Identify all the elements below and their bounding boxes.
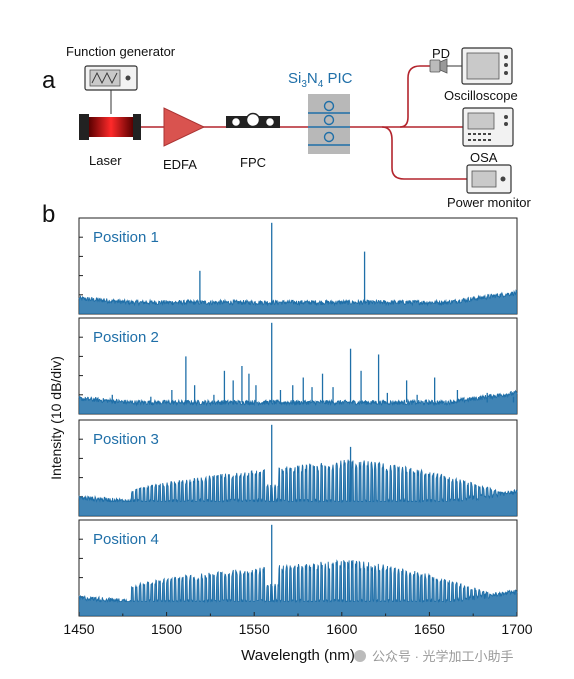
spectrum-fill xyxy=(79,560,517,616)
y-axis-label: Intensity (10 dB/div) xyxy=(48,356,64,480)
x-tick-label: 1550 xyxy=(239,621,270,637)
x-tick-label: 1500 xyxy=(151,621,182,637)
setup-schematic: Function generator Laser xyxy=(66,44,531,210)
x-axis-ticks: 1450 1500 1550 1600 1650 1700 xyxy=(63,612,533,637)
position-label: Position 3 xyxy=(93,431,159,448)
position-label: Position 2 xyxy=(93,329,159,346)
spectrum-panel: Position 4 xyxy=(78,519,518,617)
photodetector-icon xyxy=(429,58,462,74)
spectrum-fill xyxy=(79,390,517,414)
panel-b-label: b xyxy=(42,201,55,228)
oscilloscope-label: Oscilloscope xyxy=(444,88,518,103)
edfa-icon xyxy=(163,107,206,147)
oscilloscope-icon xyxy=(461,47,513,85)
osa-icon xyxy=(462,107,514,147)
laser-icon xyxy=(79,114,141,140)
x-tick-label: 1450 xyxy=(63,621,94,637)
fpc-label: FPC xyxy=(240,155,266,170)
chip-label: Si3N4 PIC xyxy=(288,70,353,90)
spectra-panels: Position 1 Position 2 Position 3 Position 4 xyxy=(78,217,518,617)
pd-label: PD xyxy=(432,46,450,61)
watermark-text: 公众号 · 光学加工小助手 xyxy=(372,649,514,664)
chip-icon xyxy=(308,94,350,154)
x-tick-label: 1650 xyxy=(414,621,445,637)
function-generator-icon xyxy=(84,65,138,114)
edfa-label: EDFA xyxy=(163,157,197,172)
x-tick-label: 1600 xyxy=(326,621,357,637)
power-monitor-label: Power monitor xyxy=(447,195,531,210)
osa-label: OSA xyxy=(470,150,498,165)
spectrum-panel: Position 2 xyxy=(78,317,518,415)
spectrum-fill xyxy=(79,290,517,314)
laser-label: Laser xyxy=(89,153,122,168)
fpc-icon xyxy=(226,112,280,128)
watermark: 公众号 · 光学加工小助手 xyxy=(354,649,514,664)
panel-a-label: a xyxy=(42,67,56,94)
wechat-icon xyxy=(354,650,366,662)
spectrum-fill xyxy=(79,459,517,516)
position-label: Position 4 xyxy=(93,531,159,548)
position-label: Position 1 xyxy=(93,229,159,246)
function-generator-label: Function generator xyxy=(66,44,176,59)
power-monitor-icon xyxy=(466,164,512,194)
x-axis-label: Wavelength (nm) xyxy=(241,647,355,664)
spectrum-panel: Position 3 xyxy=(78,419,518,517)
x-tick-label: 1700 xyxy=(501,621,532,637)
fiber-path xyxy=(141,65,467,180)
spectrum-panel: Position 1 xyxy=(78,217,518,315)
